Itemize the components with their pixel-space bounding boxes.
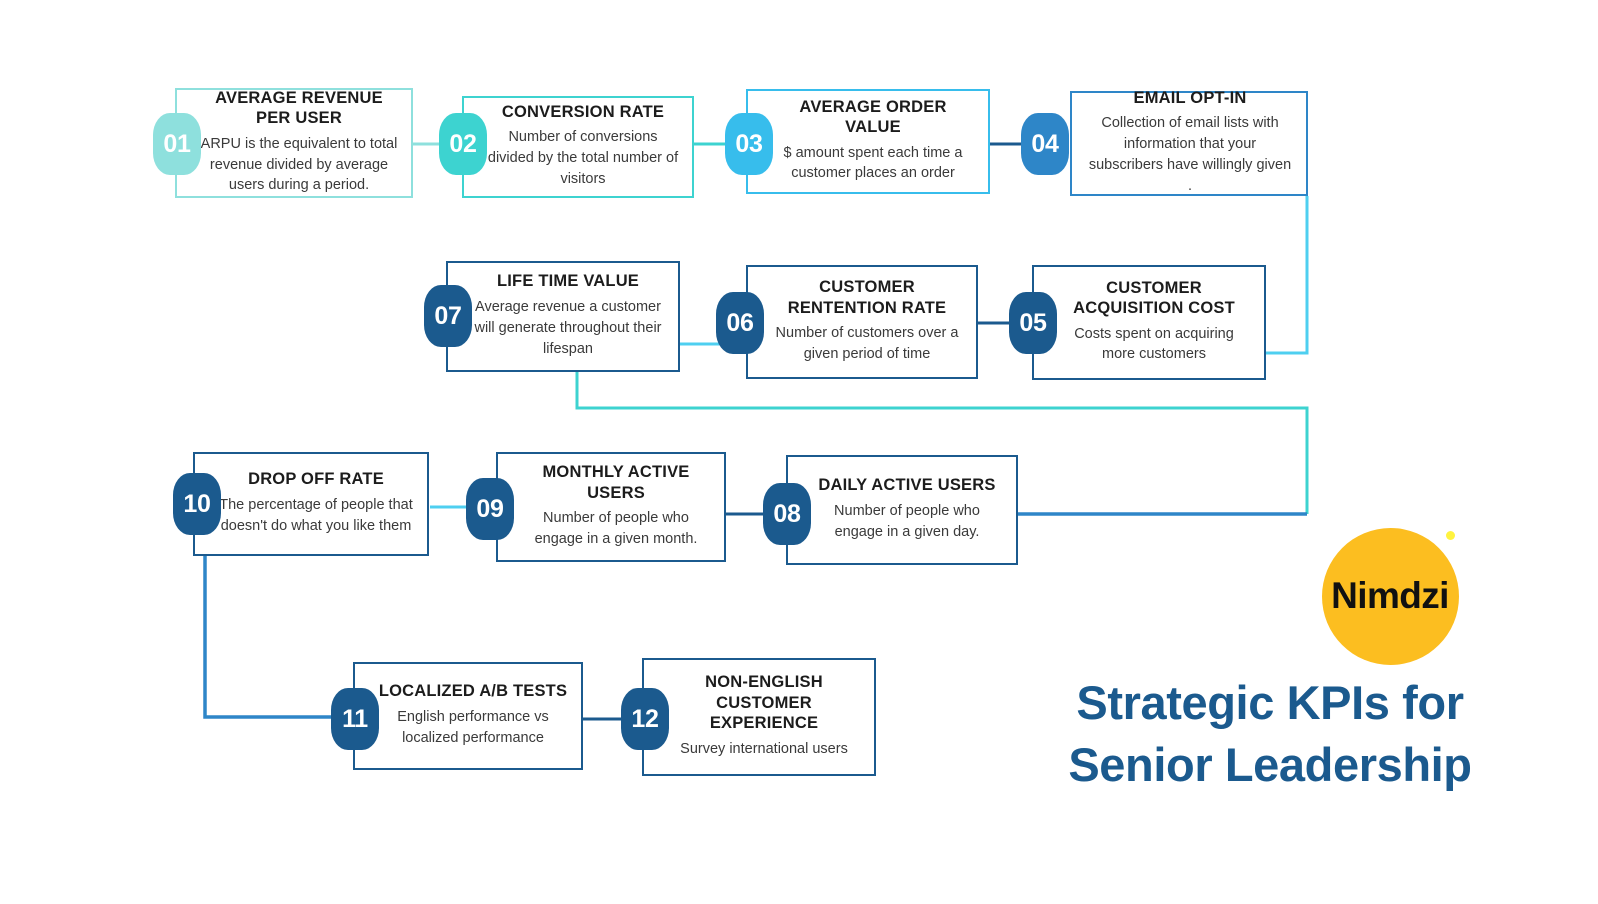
kpi-card-10[interactable]: DROP OFF RATE The percentage of people t…	[193, 452, 429, 556]
kpi-title-07: LIFE TIME VALUE	[496, 272, 640, 291]
kpi-card-07[interactable]: LIFE TIME VALUE Average revenue a custom…	[446, 261, 680, 372]
kpi-badge-06[interactable]: 06	[716, 292, 764, 354]
nimdzi-logo-dot-icon	[1445, 530, 1455, 540]
kpi-badge-07[interactable]: 07	[424, 285, 472, 347]
kpi-number-09: 09	[476, 494, 504, 523]
kpi-number-02: 02	[449, 129, 477, 158]
kpi-description-04: Collection of email lists with informati…	[1088, 115, 1292, 195]
kpi-title-09: MONTHLY ACTIVE USERS	[542, 463, 690, 502]
kpi-description-07: Average revenue a customer will generate…	[474, 298, 662, 357]
kpi-badge-10[interactable]: 10	[173, 473, 221, 535]
connector-10-11	[203, 556, 333, 719]
kpi-title-06: CUSTOMER RENTENTION RATE	[787, 278, 947, 317]
nimdzi-logo: Nimdzi	[1321, 527, 1459, 665]
kpi-badge-03[interactable]: 03	[725, 113, 773, 175]
kpi-title-03: AVERAGE ORDER VALUE	[799, 97, 947, 137]
kpi-number-01: 01	[163, 129, 191, 158]
kpi-title-10: DROP OFF RATE	[248, 470, 384, 489]
kpi-title-01: AVERAGE REVENUE PER USER	[215, 88, 383, 128]
kpi-title-08: DAILY ACTIVE USERS	[818, 476, 996, 495]
kpi-badge-11[interactable]: 11	[331, 688, 379, 750]
kpi-description-02: Number of conversions divided by the tot…	[487, 129, 679, 188]
page-title-line-1: Strategic KPIs for	[1076, 676, 1464, 729]
page-title-line-2: Senior Leadership	[1068, 738, 1472, 792]
kpi-badge-08[interactable]: 08	[763, 483, 811, 545]
kpi-description-11: English performance vs localized perform…	[397, 708, 549, 746]
kpi-description-09: Number of people who engage in a given m…	[534, 510, 698, 547]
kpi-number-07: 07	[434, 301, 462, 330]
kpi-description-05: Costs spent on acquiring more customers	[1074, 325, 1234, 363]
kpi-badge-01[interactable]: 01	[153, 113, 201, 175]
kpi-description-03: $ amount spent each time a customer plac…	[783, 144, 963, 182]
kpi-badge-12[interactable]: 12	[621, 688, 669, 750]
kpi-card-02[interactable]: CONVERSION RATE Number of conversions di…	[462, 96, 694, 198]
kpi-title-02: CONVERSION RATE	[501, 102, 665, 121]
kpi-card-04[interactable]: EMAIL OPT-IN Collection of email lists w…	[1070, 89, 1308, 196]
kpi-number-03: 03	[735, 129, 763, 158]
kpi-card-06[interactable]: CUSTOMER RENTENTION RATE Number of custo…	[746, 265, 978, 379]
kpi-card-09[interactable]: MONTHLY ACTIVE USERS Number of people wh…	[496, 452, 726, 562]
kpi-badge-02[interactable]: 02	[439, 113, 487, 175]
nimdzi-logo-text: Nimdzi	[1331, 575, 1449, 616]
kpi-description-01: ARPU is the equivalent to total revenue …	[200, 135, 398, 194]
kpi-card-08[interactable]: DAILY ACTIVE USERS Number of people who …	[786, 455, 1018, 565]
kpi-card-11[interactable]: LOCALIZED A/B TESTS English performance …	[353, 662, 583, 770]
kpi-number-08: 08	[773, 499, 801, 528]
connector-04-05	[1266, 196, 1309, 355]
kpi-badge-04[interactable]: 04	[1021, 113, 1069, 175]
kpi-card-05[interactable]: CUSTOMER ACQUISITION COST Costs spent on…	[1032, 265, 1266, 380]
kpi-description-12: Survey international users	[680, 740, 848, 757]
kpi-title-04: EMAIL OPT-IN	[1133, 89, 1247, 108]
kpi-badge-09[interactable]: 09	[466, 478, 514, 540]
kpi-number-06: 06	[726, 308, 754, 337]
kpi-description-08: Number of people who engage in a given d…	[834, 502, 980, 540]
kpi-card-03[interactable]: AVERAGE ORDER VALUE $ amount spent each …	[746, 89, 990, 194]
kpi-title-11: LOCALIZED A/B TESTS	[378, 682, 568, 701]
kpi-number-05: 05	[1019, 308, 1047, 337]
kpi-number-10: 10	[183, 489, 211, 518]
kpi-title-05: CUSTOMER ACQUISITION COST	[1073, 278, 1235, 318]
kpi-card-01[interactable]: AVERAGE REVENUE PER USER ARPU is the equ…	[175, 88, 413, 198]
kpi-description-06: Number of customers over a given period …	[775, 325, 959, 362]
kpi-number-12: 12	[631, 704, 659, 733]
kpi-description-10: The percentage of people that doesn't do…	[219, 496, 413, 534]
kpi-number-04: 04	[1031, 129, 1059, 158]
kpi-card-12[interactable]: NON-ENGLISH CUSTOMER EXPERIENCE Survey i…	[642, 658, 876, 776]
page-title: Strategic KPIs for Senior Leadership	[1000, 672, 1540, 796]
kpi-number-11: 11	[342, 704, 368, 733]
kpi-title-12: NON-ENGLISH CUSTOMER EXPERIENCE	[705, 673, 823, 733]
kpi-badge-05[interactable]: 05	[1009, 292, 1057, 354]
